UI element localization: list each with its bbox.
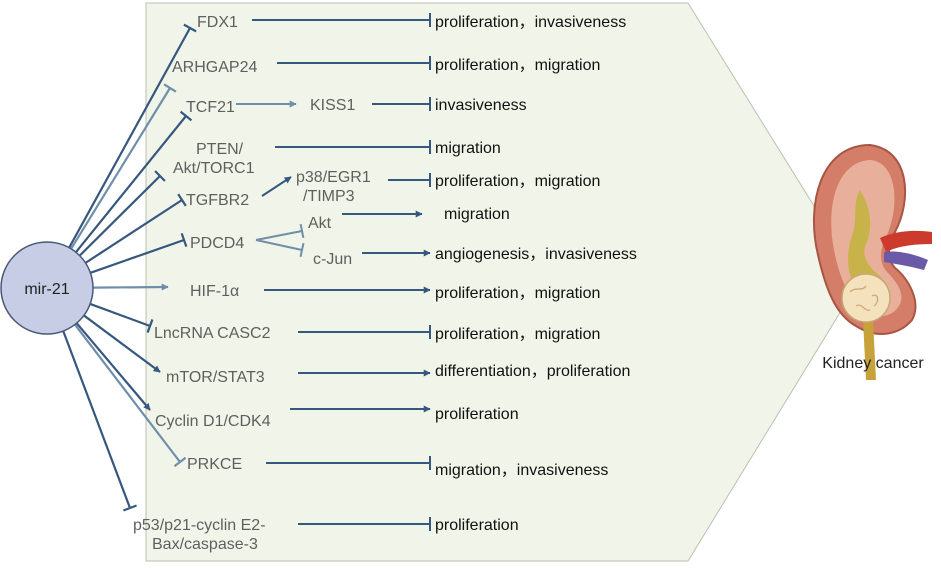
- edge-tgfbr2-tbar: [177, 193, 187, 207]
- effect-tcf21: invasiveness: [435, 97, 527, 114]
- target-mtor: mTOR/STAT3: [166, 369, 265, 386]
- effect-mtor: differentiation，proliferation: [435, 363, 630, 380]
- mid-kiss1: KISS1: [310, 97, 355, 114]
- edge-prkce: [74, 323, 181, 463]
- target-arhgap24: ARHGAP24: [172, 59, 257, 76]
- mir21-label: mir-21: [24, 281, 69, 298]
- effect-prkce: migration，invasiveness: [435, 462, 608, 479]
- target-p53-line2: Bax/caspase-3: [152, 536, 258, 553]
- target-casc2: LncRNA CASC2: [154, 325, 271, 342]
- edge-casc2: [89, 302, 151, 328]
- edge-arhgap24-tbar: [163, 83, 177, 93]
- target-prkce: PRKCE: [187, 456, 242, 473]
- mid-p38-line1: p38/EGR1: [296, 169, 371, 186]
- mid-cjun: c-Jun: [313, 251, 352, 268]
- pathway-panel: [145, 2, 861, 562]
- target-hif1a: HIF-1α: [190, 283, 239, 300]
- edge-cyclin: [75, 322, 151, 411]
- target-pten-line2: Akt/TORC1: [173, 160, 255, 177]
- target-tgfbr2: TGFBR2: [186, 192, 249, 209]
- edge-tgfbr2: [84, 199, 183, 264]
- edge-p53: [62, 330, 132, 509]
- edge-casc2-tbar: [146, 319, 154, 333]
- edge-arhgap24: [70, 87, 171, 250]
- kidney-cancer-label: Kidney cancer: [822, 355, 924, 372]
- target-fdx1: FDX1: [197, 14, 238, 31]
- effect-p53: proliferation: [435, 517, 519, 534]
- target-cyclin: Cyclin D1/CDK4: [155, 413, 271, 430]
- edge-tcf21-tbar: [179, 110, 193, 122]
- target-tcf21: TCF21: [186, 99, 235, 116]
- effect-akt: migration: [444, 206, 510, 223]
- mir21-node: mir-21: [0, 241, 94, 335]
- effect-cyclin: proliferation: [435, 406, 519, 423]
- target-p53-line1: p53/p21-cyclin E2-: [133, 517, 266, 534]
- edge-p53-tbar: [123, 504, 137, 512]
- edge-pdcd4: [90, 238, 185, 274]
- edge-tcf21: [75, 115, 187, 253]
- effect-pten: migration: [435, 140, 501, 157]
- link-pdcd4-cjun-tbar: [299, 242, 305, 258]
- mir21-edges: [62, 23, 197, 512]
- edge-mtor: [83, 314, 161, 373]
- effect-tgfbr2: proliferation，migration: [435, 173, 600, 190]
- effect-hif1a: proliferation，migration: [435, 285, 600, 302]
- edge-pten: [78, 175, 161, 257]
- target-pten-line1: PTEN/: [196, 141, 244, 158]
- edge-pten-tbar: [154, 170, 166, 182]
- edge-prkce-tbar: [173, 456, 187, 468]
- effect-fdx1: proliferation，invasiveness: [435, 14, 626, 31]
- effect-casc2: proliferation，migration: [435, 326, 600, 343]
- pathway-links: [236, 13, 431, 531]
- effect-cjun: angiogenesis，invasiveness: [435, 246, 637, 263]
- link-tgfbr2-p38: [261, 176, 292, 197]
- edge-fdx1-tbar: [183, 23, 197, 33]
- link-pdcd4-akt-tbar: [299, 223, 305, 239]
- link-pdcd4-akt: [255, 230, 303, 241]
- pathway-labels: FDX1 ARHGAP24 TCF21 PTEN/ Akt/TORC1 TGFB…: [133, 14, 637, 553]
- edge-pdcd4-tbar: [180, 233, 188, 247]
- edge-hif1a: [92, 283, 169, 291]
- link-pdcd4-cjun: [255, 239, 303, 251]
- target-pdcd4: PDCD4: [190, 235, 244, 252]
- effect-arhgap24: proliferation，migration: [435, 57, 600, 74]
- mid-p38-line2: /TIMP3: [303, 188, 355, 205]
- mid-akt: Akt: [308, 215, 332, 232]
- edge-fdx1: [68, 27, 191, 249]
- kidney-icon: [812, 143, 932, 380]
